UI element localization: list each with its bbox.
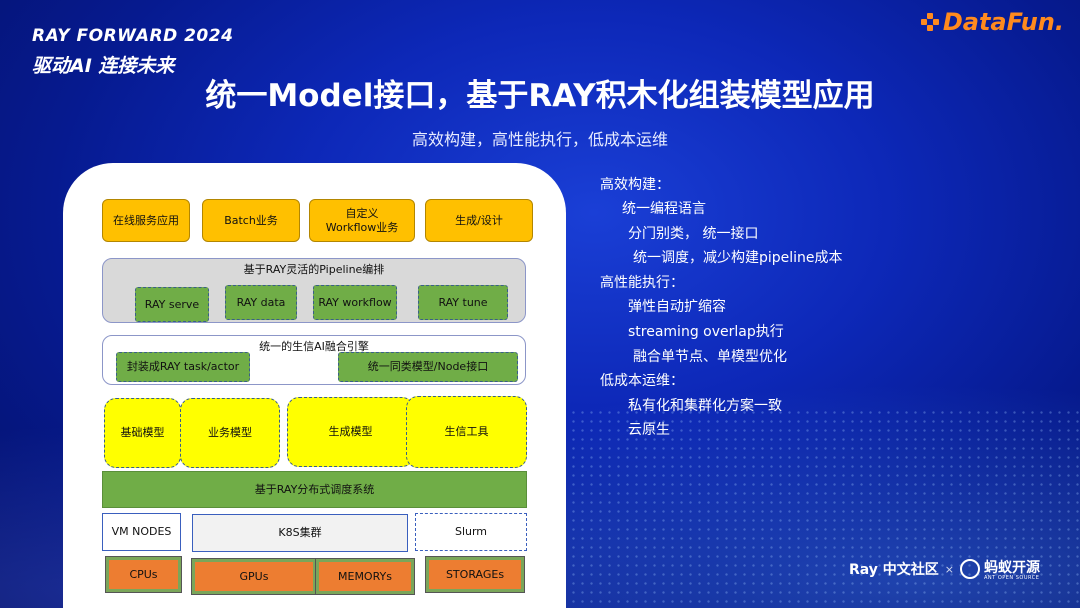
- bullet-item: 统一调度，减少构建pipeline成本: [633, 250, 843, 266]
- datafun-logo: DataFun.: [920, 8, 1064, 36]
- model-generation: 生成模型: [287, 397, 414, 467]
- ant-open-source-name: 蚂蚁开源: [984, 560, 1041, 576]
- app-online-service: 在线服务应用: [102, 199, 190, 242]
- page-title: 统一Model接口，基于RAY积木化组装模型应用: [205, 78, 875, 114]
- footer-partners: Ray 中文社区 × 蚂蚁开源 ANT OPEN SOURCE: [849, 557, 1040, 581]
- bullet-item: 私有化和集群化方案一致: [628, 398, 782, 414]
- ray-community-label: Ray 中文社区: [849, 562, 939, 578]
- engine-task-actor: 封装成RAY task/actor: [116, 352, 250, 382]
- bullet-item: 弹性自动扩缩容: [628, 299, 726, 315]
- model-bioinfo-tools: 生信工具: [406, 396, 527, 468]
- ray-tune: RAY tune: [418, 285, 508, 320]
- app-batch: Batch业务: [202, 199, 300, 242]
- background-particles: [560, 408, 1080, 608]
- model-business: 业务模型: [180, 398, 280, 468]
- resource-memorys: MEMORYs: [315, 558, 415, 595]
- event-slogan: 驱动AI 连接未来: [32, 55, 175, 77]
- ray-scheduler: 基于RAY分布式调度系统: [102, 471, 527, 508]
- app-generation-design: 生成/设计: [425, 199, 533, 242]
- infra-vm-nodes: VM NODES: [102, 513, 181, 551]
- bullet-item: 融合单节点、单模型优化: [633, 349, 787, 365]
- resource-storages: STORAGEs: [425, 556, 525, 593]
- bullet-heading: 高性能执行：: [600, 275, 684, 291]
- bullet-item: streaming overlap执行: [628, 324, 784, 340]
- resource-gpus: GPUs: [191, 558, 317, 595]
- datafun-logo-text: DataFun.: [942, 8, 1064, 36]
- infra-k8s: K8S集群: [192, 514, 408, 552]
- infra-slurm: Slurm: [415, 513, 527, 551]
- bullet-item: 统一编程语言: [622, 201, 706, 217]
- event-brand: RAY FORWARD 2024: [32, 26, 234, 46]
- ant-logo-icon: [960, 559, 981, 579]
- bullet-heading: 高效构建：: [600, 177, 670, 193]
- page-subtitle: 高效构建，高性能执行，低成本运维: [411, 130, 668, 149]
- ray-workflow: RAY workflow: [313, 285, 397, 320]
- resource-cpus: CPUs: [105, 556, 182, 593]
- engine-label: 统一的生信AI融合引擎: [259, 340, 369, 353]
- ray-serve: RAY serve: [135, 287, 209, 322]
- bullet-heading: 低成本运维：: [600, 373, 684, 389]
- datafun-mark-icon: [920, 13, 939, 31]
- engine-unified-interface: 统一同类模型/Node接口: [338, 352, 518, 382]
- bullet-item: 云原生: [628, 422, 670, 438]
- bullet-item: 分门别类， 统一接口: [628, 226, 759, 242]
- model-base: 基础模型: [104, 398, 181, 468]
- separator: ×: [944, 562, 955, 576]
- ray-data: RAY data: [225, 285, 297, 320]
- architecture-diagram: 在线服务应用 Batch业务 自定义 Workflow业务 生成/设计 基于RA…: [63, 163, 566, 608]
- ant-open-source-logo: 蚂蚁开源 ANT OPEN SOURCE: [960, 557, 1040, 581]
- pipeline-label: 基于RAY灵活的Pipeline编排: [243, 263, 385, 276]
- ant-open-source-sub: ANT OPEN SOURCE: [984, 575, 1040, 581]
- app-custom-workflow: 自定义 Workflow业务: [309, 199, 415, 242]
